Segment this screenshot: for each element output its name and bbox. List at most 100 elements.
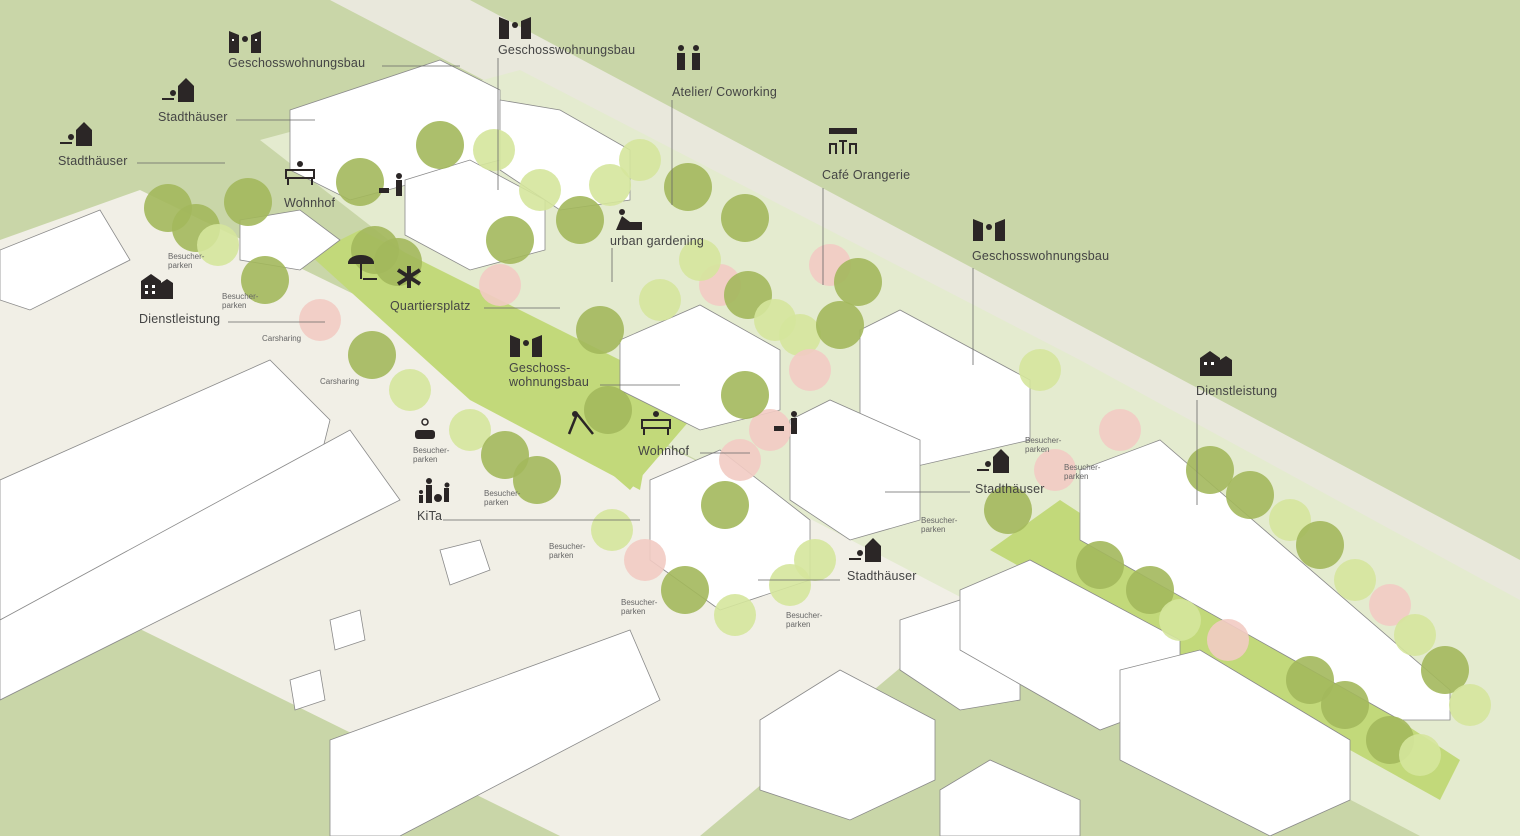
tree bbox=[1296, 521, 1344, 569]
bench-icon bbox=[284, 160, 318, 186]
label-besucherparken: Besucher- parken bbox=[1025, 436, 1062, 454]
tree bbox=[479, 264, 521, 306]
tree bbox=[789, 349, 831, 391]
label-dienstleistung: Dienstleistung bbox=[1196, 384, 1278, 398]
tree bbox=[1186, 446, 1234, 494]
tree bbox=[576, 306, 624, 354]
tree bbox=[834, 258, 882, 306]
label-besucherparken: Besucher- parken bbox=[222, 292, 259, 310]
tree bbox=[473, 129, 515, 171]
tree bbox=[1334, 559, 1376, 601]
family-dog-icon bbox=[375, 172, 409, 198]
label-besucherparken: Besucher- parken bbox=[168, 252, 205, 270]
tree bbox=[416, 121, 464, 169]
townhouse-icon bbox=[847, 536, 881, 562]
label-stadthaeuser: Stadthäuser bbox=[975, 482, 1045, 496]
tree bbox=[1399, 734, 1441, 776]
tree bbox=[556, 196, 604, 244]
label-besucherparken: Besucher- parken bbox=[1064, 463, 1101, 481]
tree bbox=[1226, 471, 1274, 519]
label-stadthaeuser: Stadthäuser bbox=[847, 569, 917, 583]
tree bbox=[1269, 499, 1311, 541]
tree bbox=[1019, 349, 1061, 391]
tree bbox=[779, 314, 821, 356]
tree bbox=[721, 194, 769, 242]
label-geschosswohnungsbau-line1: Geschoss- bbox=[509, 361, 571, 375]
community-hands-icon bbox=[392, 264, 426, 290]
label-atelier-coworking: Atelier/ Coworking bbox=[672, 85, 778, 99]
tree bbox=[1421, 646, 1469, 694]
townhouse-icon bbox=[160, 76, 194, 102]
tree bbox=[624, 539, 666, 581]
label-geschosswohnungsbau: Geschosswohnungsbau bbox=[498, 43, 636, 57]
label-besucherparken: Besucher- parken bbox=[549, 542, 586, 560]
tree bbox=[584, 386, 632, 434]
tree bbox=[589, 164, 631, 206]
label-besucherparken: Besucher- parken bbox=[921, 516, 958, 534]
tree bbox=[1321, 681, 1369, 729]
label-wohnhof: Wohnhof bbox=[638, 444, 690, 458]
tree bbox=[389, 369, 431, 411]
tree bbox=[714, 594, 756, 636]
tree bbox=[719, 439, 761, 481]
tree bbox=[1159, 599, 1201, 641]
label-carsharing: Carsharing bbox=[262, 334, 302, 343]
tree bbox=[701, 481, 749, 529]
townhouse-icon bbox=[975, 447, 1009, 473]
townhouse-icon bbox=[58, 120, 92, 146]
tree bbox=[984, 486, 1032, 534]
tree bbox=[619, 139, 661, 181]
tree bbox=[1207, 619, 1249, 661]
office-building-icon bbox=[1198, 350, 1232, 376]
coworking-people-icon bbox=[672, 44, 706, 70]
tree bbox=[816, 301, 864, 349]
label-geschosswohnungsbau: Geschosswohnungsbau bbox=[228, 56, 366, 70]
label-stadthaeuser: Stadthäuser bbox=[58, 154, 128, 168]
tree bbox=[1099, 409, 1141, 451]
tree bbox=[679, 239, 721, 281]
label-besucherparken: Besucher- parken bbox=[786, 611, 823, 629]
family-dog-icon bbox=[770, 410, 804, 436]
car-icon bbox=[413, 418, 437, 444]
tree bbox=[664, 163, 712, 211]
label-wohnhof: Wohnhof bbox=[284, 196, 336, 210]
tree bbox=[299, 299, 341, 341]
tree bbox=[336, 158, 384, 206]
tree bbox=[348, 331, 396, 379]
apartment-building-icon bbox=[228, 27, 262, 53]
playground-slide-icon bbox=[565, 410, 599, 436]
tree bbox=[519, 169, 561, 211]
label-besucherparken: Besucher- parken bbox=[413, 446, 450, 464]
gardening-icon bbox=[612, 206, 646, 232]
kita-family-icon bbox=[417, 478, 451, 504]
label-geschosswohnungsbau: Geschosswohnungsbau bbox=[972, 249, 1110, 263]
tree bbox=[224, 178, 272, 226]
tree bbox=[749, 409, 791, 451]
label-cafe-orangerie: Café Orangerie bbox=[822, 168, 911, 182]
parasol-icon bbox=[347, 255, 381, 281]
tree bbox=[449, 409, 491, 451]
tree bbox=[1394, 614, 1436, 656]
apartment-building-icon bbox=[509, 331, 543, 357]
tree bbox=[639, 279, 681, 321]
tree bbox=[1076, 541, 1124, 589]
tree bbox=[721, 371, 769, 419]
tree bbox=[241, 256, 289, 304]
tree bbox=[1286, 656, 1334, 704]
tree bbox=[591, 509, 633, 551]
tree bbox=[661, 566, 709, 614]
label-kita: KiTa bbox=[417, 509, 443, 523]
bench-icon bbox=[640, 410, 674, 436]
label-besucherparken: Besucher- parken bbox=[621, 598, 658, 616]
apartment-building-icon bbox=[498, 13, 532, 39]
office-building-icon bbox=[139, 273, 173, 299]
label-dienstleistung: Dienstleistung bbox=[139, 312, 221, 326]
street-west bbox=[0, 190, 900, 836]
leader-lines bbox=[137, 58, 1198, 581]
label-geschosswohnungsbau-line2: wohnungsbau bbox=[509, 375, 590, 389]
tree bbox=[513, 456, 561, 504]
tree bbox=[1034, 449, 1076, 491]
tree bbox=[1449, 684, 1491, 726]
tree bbox=[197, 224, 239, 266]
